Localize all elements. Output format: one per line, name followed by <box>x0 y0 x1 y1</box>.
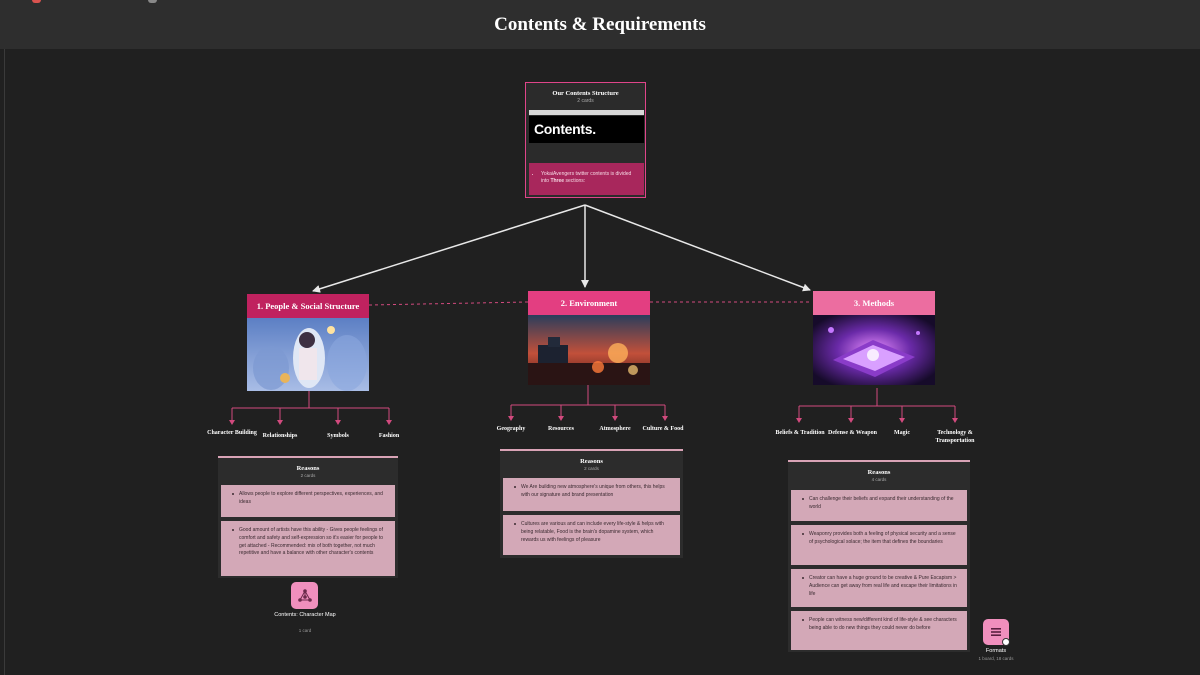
root-card[interactable]: Our Contents Structure 2 cards Contents.… <box>525 82 646 198</box>
root-card-count: 2 cards <box>577 98 594 104</box>
reason-item[interactable]: Weaponry provides both a feeling of phys… <box>791 525 967 565</box>
section-3-header[interactable]: 3. Methods <box>813 291 935 315</box>
leaf-character-building[interactable]: Character Building <box>207 430 257 436</box>
root-card-image-text: Contents. <box>534 121 596 137</box>
network-icon[interactable] <box>291 582 318 609</box>
character-map-title[interactable]: Contents: Character Map <box>274 612 336 618</box>
root-card-title: Our Contents Structure <box>552 90 619 97</box>
section-1-reasons[interactable]: Reasons 2 cards Allows people to explore… <box>218 456 398 578</box>
section-3-image <box>813 315 935 385</box>
leaf-culture-food[interactable]: Culture & Food <box>642 426 684 432</box>
reasons-title: Reasons <box>580 458 603 465</box>
window-dot[interactable] <box>148 0 157 3</box>
reason-item[interactable]: Good amount of artists have this ability… <box>221 521 395 576</box>
reasons-count: 2 cards <box>300 473 316 478</box>
tree-section-3 <box>798 388 956 420</box>
formats-title[interactable]: Formats <box>985 648 1007 654</box>
reasons-count: 4 cards <box>871 477 887 482</box>
reason-item[interactable]: People can witness new/different kind of… <box>791 611 967 650</box>
reasons-title: Reasons <box>296 465 320 472</box>
section-2-header[interactable]: 2. Environment <box>528 291 650 315</box>
tree-section-1 <box>231 391 390 422</box>
leaf-relationships[interactable]: Relationships <box>262 433 298 439</box>
section-1-image <box>247 318 369 391</box>
arrow-to-section-1 <box>312 204 586 293</box>
formats-count: 1 board, 18 cards <box>978 656 1014 661</box>
leaf-defense-weapon[interactable]: Defense & Weapon <box>828 430 877 436</box>
dashed-link-1-2 <box>368 301 529 306</box>
window-close-dot[interactable] <box>32 0 41 3</box>
reason-item[interactable]: Can challenge their beliefs and expand t… <box>791 490 967 521</box>
tree-section-2 <box>510 385 666 418</box>
character-map-count: 1 card <box>298 628 312 633</box>
leaf-resources[interactable]: Resources <box>548 426 574 432</box>
page-title: Contents & Requirements <box>494 14 706 35</box>
leaf-geography[interactable]: Geography <box>496 426 526 432</box>
arrow-to-section-3 <box>584 204 811 292</box>
reason-item[interactable]: Cultures are various and can include eve… <box>503 515 680 555</box>
list-icon[interactable] <box>983 619 1010 646</box>
root-card-note: YokaiAvengers twitter contents is divide… <box>529 163 644 195</box>
section-2-reasons[interactable]: Reasons 2 cards We Are building new atmo… <box>500 449 683 558</box>
canvas-edge <box>4 49 5 675</box>
reasons-title: Reasons <box>867 469 891 476</box>
reason-item[interactable]: We Are building new atmosphere's unique … <box>503 478 680 511</box>
tree-arrowheads <box>229 416 958 425</box>
reasons-count: 2 cards <box>584 466 599 471</box>
reason-item[interactable]: Allows people to explore different persp… <box>221 485 395 517</box>
leaf-magic[interactable]: Magic <box>894 430 910 436</box>
leaf-symbols[interactable]: Symbols <box>327 433 349 439</box>
leaf-beliefs-tradition[interactable]: Beliefs & Tradition <box>775 430 825 436</box>
root-card-strip <box>529 110 644 115</box>
top-bar: Contents & Requirements <box>0 0 1200 49</box>
root-card-image: Contents. <box>529 116 644 143</box>
board-badge-icon <box>1002 638 1010 646</box>
section-1-header[interactable]: 1. People & Social Structure <box>247 294 369 318</box>
section-2-image <box>528 315 650 385</box>
root-card-bullet: YokaiAvengers twitter contents is divide… <box>541 171 638 184</box>
leaf-atmosphere[interactable]: Atmosphere <box>599 426 631 432</box>
reason-item[interactable]: Creator can have a huge ground to be cre… <box>791 569 967 607</box>
leaf-technology-transportation[interactable]: Technology & Transportation <box>935 430 975 445</box>
section-3-reasons[interactable]: Reasons 4 cards Can challenge their beli… <box>788 460 970 652</box>
leaf-fashion[interactable]: Fashion <box>378 433 400 439</box>
